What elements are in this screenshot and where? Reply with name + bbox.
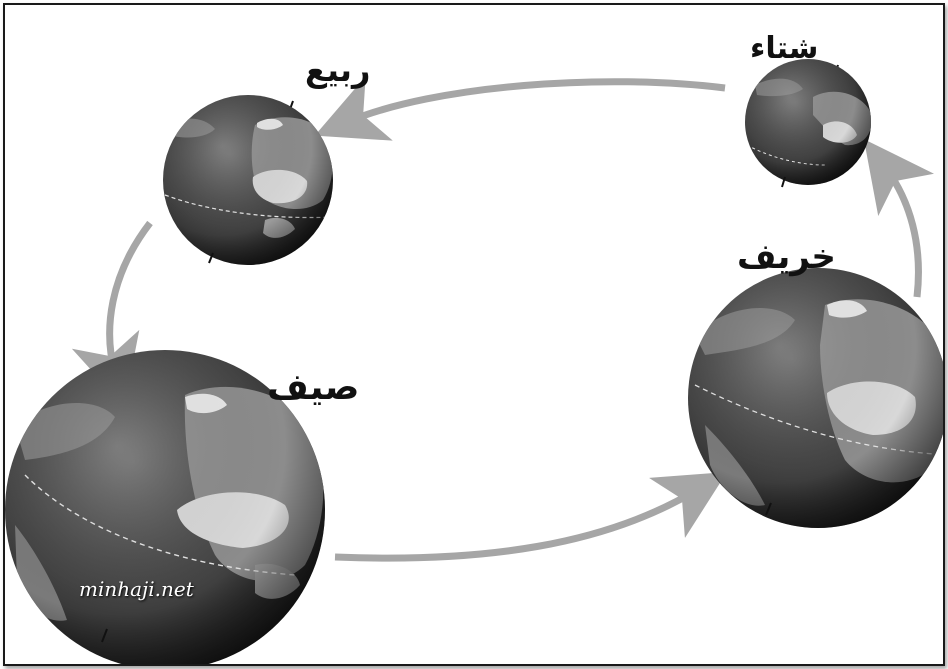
diagram-frame: شتاء ربيع خريف صيف minhaji.net xyxy=(3,3,945,666)
arrow-winter-to-spring xyxy=(314,76,726,141)
seasons-diagram xyxy=(5,59,943,664)
globe-winter xyxy=(745,59,871,188)
watermark: minhaji.net xyxy=(79,577,194,601)
globe-spring xyxy=(163,95,333,265)
arrow-summer-to-autumn xyxy=(334,472,728,562)
label-summer: صيف xyxy=(267,367,360,408)
globe-summer xyxy=(5,350,325,664)
label-autumn: خريف xyxy=(737,237,836,277)
label-spring: ربيع xyxy=(305,51,371,89)
arrow-spring-to-summer xyxy=(71,220,153,407)
globe-autumn xyxy=(688,268,943,528)
label-winter: شتاء xyxy=(750,31,819,66)
arrow-autumn-to-winter xyxy=(863,139,935,298)
